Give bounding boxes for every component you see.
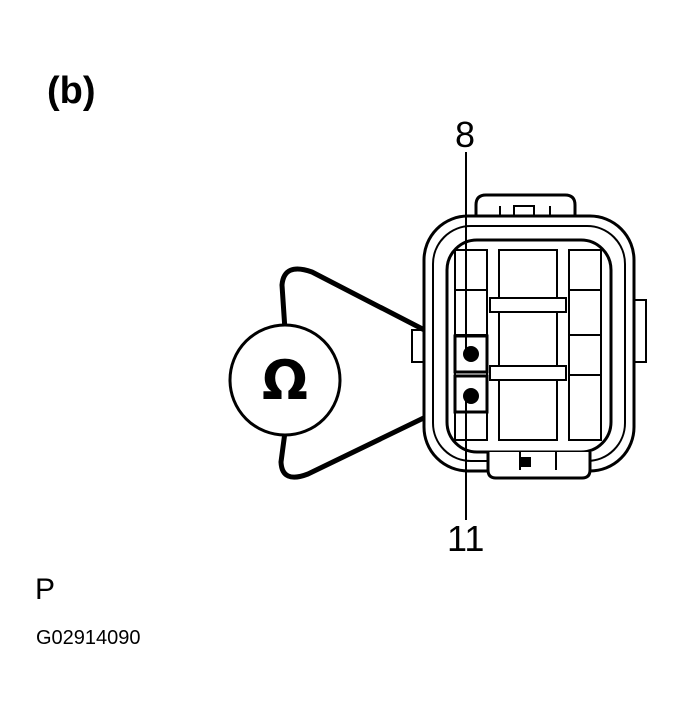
- figure-code: G02914090: [36, 627, 141, 649]
- connector-latch-bottom: [486, 452, 592, 480]
- pin-label-8: 8: [455, 114, 476, 155]
- pin-label-11: 11: [447, 518, 485, 559]
- ohm-symbol: Ω: [262, 349, 308, 412]
- connector: [411, 193, 647, 480]
- test-lead-upper: [279, 266, 469, 355]
- test-lead-lower: [278, 394, 469, 480]
- view-label: P: [35, 573, 56, 606]
- figure-label: (b): [47, 70, 96, 112]
- ohmmeter-icon: Ω: [228, 323, 342, 437]
